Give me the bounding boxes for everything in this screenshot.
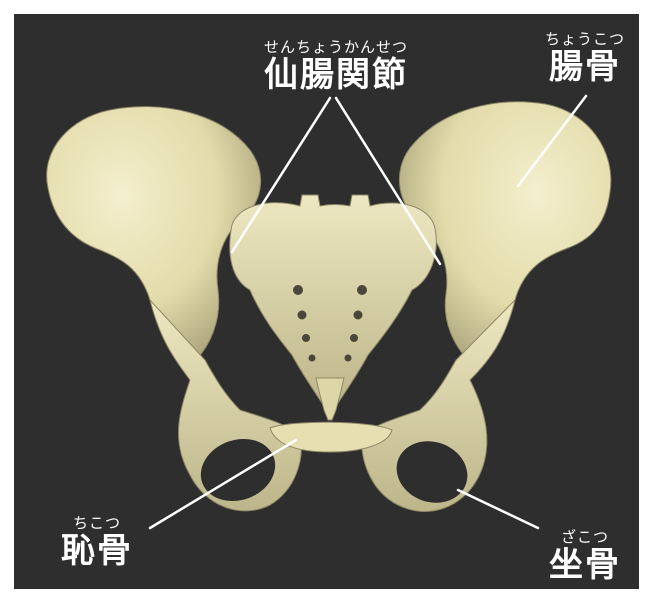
left-ilium-shape bbox=[47, 107, 261, 360]
ischium-reading: ざこつ bbox=[540, 528, 630, 546]
ischium-text: 坐骨 bbox=[540, 546, 630, 584]
ilium-label: ちょうこつ 腸骨 bbox=[540, 30, 630, 86]
sacroiliac-joint-reading: せんちょうかんせつ bbox=[246, 38, 426, 56]
ischium-label: ざこつ 坐骨 bbox=[540, 528, 630, 584]
pubis-reading: ちこつ bbox=[52, 514, 142, 532]
sacroiliac-joint-label: せんちょうかんせつ 仙腸関節 bbox=[246, 38, 426, 94]
sacroiliac-joint-text: 仙腸関節 bbox=[246, 56, 426, 94]
pubis-text: 恥骨 bbox=[52, 532, 142, 570]
ilium-reading: ちょうこつ bbox=[540, 30, 630, 48]
sacrum-shape bbox=[230, 195, 437, 406]
ilium-text: 腸骨 bbox=[540, 48, 630, 86]
pubis-label: ちこつ 恥骨 bbox=[52, 514, 142, 570]
